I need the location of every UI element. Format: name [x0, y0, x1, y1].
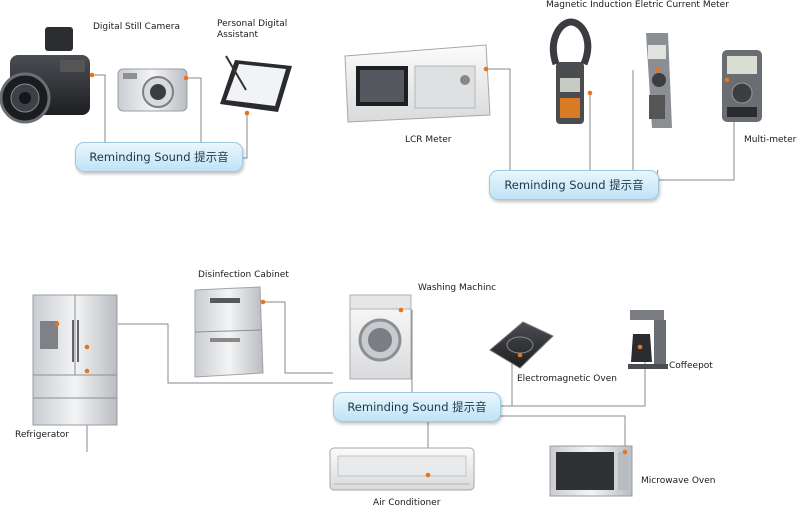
- dot-refrigerator-a: [54, 321, 60, 327]
- label-lcr-meter: LCR Meter: [405, 135, 452, 145]
- connector-pda: [242, 113, 248, 159]
- label-coffeepot: Coffeepot: [669, 361, 713, 371]
- compact-camera-icon: [117, 68, 188, 112]
- connection-dots: [54, 66, 730, 478]
- hub-reminding-sound-1: Reminding Sound 提示音: [75, 142, 243, 172]
- clamp-meter-icon: [549, 18, 592, 124]
- dot-pda: [244, 110, 250, 116]
- connector-microwave: [500, 415, 626, 450]
- dot-compact-camera: [183, 75, 189, 81]
- label-electromagnetic-oven: Electromagnetic Oven: [517, 374, 617, 384]
- dot-refrigerator-c: [84, 368, 90, 374]
- air-conditioner-icon: [329, 447, 475, 491]
- label-personal-digital-assistant: Personal Digital Assistant: [217, 19, 288, 40]
- connector-camera: [92, 74, 106, 143]
- refrigerator-icon: [32, 294, 118, 426]
- handheld-meter-icon: [646, 33, 672, 128]
- hub-reminding-sound-2: Reminding Sound 提示音: [489, 170, 659, 200]
- dot-camera: [89, 72, 95, 78]
- dot-refrigerator-b: [84, 344, 90, 350]
- coffee-maker-icon: [628, 310, 668, 369]
- label-magnetic-induction-meter: Magnetic Induction Eletric Current Meter: [546, 0, 729, 10]
- disinfection-cabinet-icon: [194, 286, 264, 378]
- camera-icon: [0, 27, 90, 124]
- label-washing-machine: Washing Machinc: [418, 283, 497, 293]
- label-air-conditioner: Air Conditioner: [373, 498, 441, 508]
- dot-induction: [517, 352, 523, 358]
- lcr-meter-icon: [344, 44, 491, 123]
- dot-coffeepot: [637, 344, 643, 350]
- connector-lcr-meter: [486, 68, 511, 170]
- label-digital-still-camera: Digital Still Camera: [93, 22, 180, 32]
- hub-reminding-sound-3: Reminding Sound 提示音: [333, 392, 501, 422]
- label-multi-meter: Multi-meter: [744, 135, 797, 145]
- dot-lcr-meter: [483, 66, 489, 72]
- dot-disinfection-cabinet: [260, 299, 266, 305]
- label-refrigerator: Refrigerator: [15, 430, 69, 440]
- dot-multimeter: [724, 77, 730, 83]
- connector-disinfection-cabinet: [263, 301, 333, 374]
- multimeter-icon: [722, 50, 762, 122]
- dot-handheld-meter: [655, 67, 661, 73]
- pda-icon: [220, 55, 292, 112]
- label-disinfection-cabinet: Disinfection Cabinet: [198, 270, 289, 280]
- dot-air-conditioner: [425, 472, 431, 478]
- washing-machine-icon: [349, 294, 412, 380]
- dot-clamp-meter: [587, 90, 593, 96]
- dot-microwave: [622, 449, 628, 455]
- label-microwave-oven: Microwave Oven: [641, 476, 716, 486]
- connector-refrigerator: [118, 323, 333, 384]
- connector-compact-camera: [186, 77, 202, 143]
- induction-cooker-icon: [489, 321, 554, 369]
- microwave-oven-icon: [549, 445, 633, 497]
- dot-washing-machine: [398, 307, 404, 313]
